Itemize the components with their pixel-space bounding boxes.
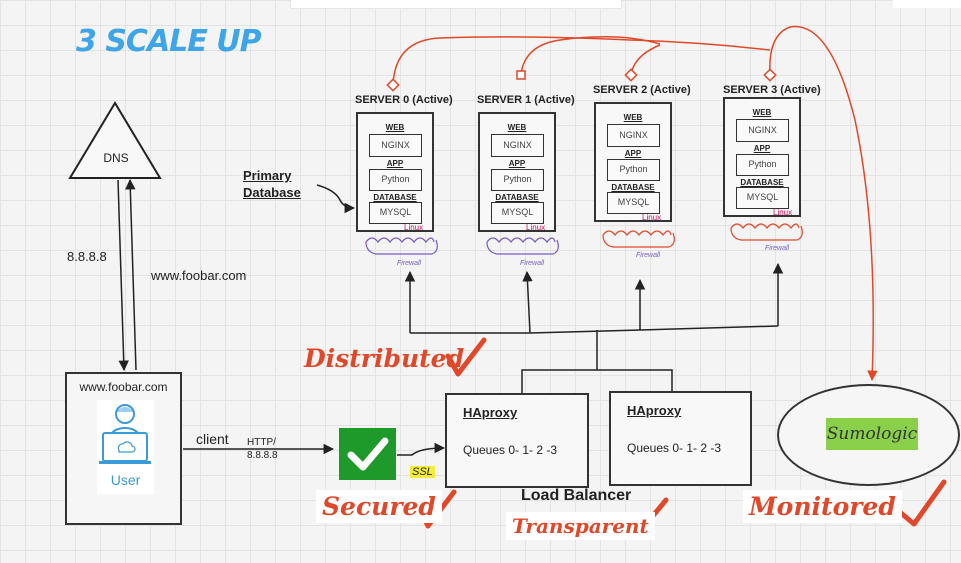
monitored-checkmark (898, 479, 947, 527)
monitor-curve-4 (769, 25, 878, 382)
http-protocol-line2: 8.8.8.8 (247, 450, 278, 461)
server0-db-label: DATABASE (373, 193, 417, 202)
monitor-agent-1 (516, 70, 526, 80)
server2-title: SERVER 2 (Active) (593, 84, 691, 96)
firewall-squiggle-3 (730, 223, 803, 241)
server2-web-label: WEB (623, 113, 643, 122)
user-label: User (110, 472, 141, 488)
haproxy-1-queues: Queues 0- 1- 2 -3 (463, 443, 558, 457)
server2-python: Python (607, 159, 660, 181)
primary-db-arrow (316, 184, 356, 214)
haproxy-box-1[interactable]: HAproxy Queues 0- 1- 2 -3 (445, 393, 589, 488)
http-protocol-label: HTTP/ 8.8.8.8 (247, 436, 278, 462)
monitor-agent-2 (624, 68, 638, 82)
haproxy-box-2[interactable]: HAproxy Queues 0- 1- 2 -3 (609, 391, 752, 486)
server3-python: Python (736, 154, 789, 176)
server2-nginx: NGINX (607, 124, 660, 147)
server3-title: SERVER 3 (Active) (723, 84, 821, 96)
distributed-stamp: Distributed (304, 344, 465, 373)
server1-mysql: MYSQL (491, 202, 544, 224)
server0-web-label: WEB (385, 123, 405, 132)
toolbar-remnant (290, 0, 622, 9)
client-label: client (196, 431, 229, 447)
server3-db-label: DATABASE (740, 178, 784, 187)
user-to-dns-arrow (125, 178, 137, 371)
server3-nginx: NGINX (736, 119, 789, 142)
server0-os-label: Linux (404, 223, 424, 232)
dns-label: DNS (103, 151, 129, 165)
server3-box[interactable]: WEB NGINX APP Python DATABASE MYSQL Linu… (723, 97, 801, 217)
dns-ip-label: 8.8.8.8 (67, 249, 107, 264)
user-domain-label: www.foobar.com (79, 380, 168, 394)
lb-tree-lines (410, 325, 779, 393)
server2-db-label: DATABASE (611, 183, 655, 192)
primary-database-line1: Primary (243, 168, 292, 183)
server2-app-label: APP (624, 149, 642, 158)
distributed-checkmark (445, 337, 487, 377)
diagram-title: 3 SCALE UP (76, 24, 262, 59)
dns-triangle[interactable] (68, 101, 162, 179)
sumologic-label: Sumologic (826, 418, 918, 450)
server1-app-label: APP (508, 159, 526, 168)
server1-nginx: NGINX (491, 134, 544, 157)
ssl-label: SSL (410, 466, 435, 478)
monitor-curve-1 (392, 36, 771, 86)
firewall-squiggle-0 (365, 237, 438, 255)
server1-web-label: WEB (507, 123, 527, 132)
primary-database-line2: Database (243, 185, 301, 200)
dns-to-user-arrow (117, 179, 129, 372)
server3-app-label: APP (753, 144, 771, 153)
server3-firewall-label: Firewall (765, 245, 790, 252)
http-protocol-line1: HTTP/ (247, 437, 276, 448)
server2-os-label: Linux (642, 213, 662, 222)
haproxy-1-title: HAproxy (463, 405, 518, 420)
dns-domain-label: www.foobar.com (151, 268, 247, 283)
server0-nginx: NGINX (369, 134, 422, 157)
monitor-curve-3 (630, 44, 661, 75)
server3-web-label: WEB (752, 108, 772, 117)
monitor-curve-2 (520, 36, 661, 75)
server1-python: Python (491, 169, 544, 191)
firewall-squiggle-1 (486, 237, 559, 255)
server0-title: SERVER 0 (Active) (355, 94, 453, 106)
haproxy-2-title: HAproxy (627, 403, 682, 418)
ssl-to-lb-arrow (397, 442, 446, 456)
server1-title: SERVER 1 (Active) (477, 94, 575, 106)
secured-stamp: Secured (316, 490, 442, 523)
server1-firewall-label: Firewall (520, 260, 545, 267)
toolbar-remnant-right (893, 0, 961, 8)
server0-app-label: APP (386, 159, 404, 168)
user-box[interactable]: www.foobar.com User (65, 372, 182, 525)
server2-mysql: MYSQL (607, 192, 660, 214)
haproxy-2-queues: Queues 0- 1- 2 -3 (627, 441, 722, 455)
server1-db-label: DATABASE (495, 193, 539, 202)
server0-mysql: MYSQL (369, 202, 422, 224)
primary-database-label: Primary Database (243, 167, 301, 201)
firewall-squiggle-2 (602, 230, 675, 248)
server0-box[interactable]: WEB NGINX APP Python DATABASE MYSQL Linu… (356, 112, 434, 232)
server0-firewall-label: Firewall (397, 260, 422, 267)
transparent-stamp: Transparent (506, 512, 655, 540)
server3-os-label: Linux (773, 208, 793, 217)
server2-box[interactable]: WEB NGINX APP Python DATABASE MYSQL Linu… (594, 102, 672, 222)
user-card: User (97, 400, 154, 494)
server1-os-label: Linux (526, 223, 546, 232)
lb-to-server1-arrow (522, 270, 533, 334)
monitor-agent-0 (386, 78, 400, 92)
server0-python: Python (369, 169, 422, 191)
monitor-agent-3 (763, 68, 777, 82)
load-balancer-caption: Load Balancer (521, 487, 632, 504)
user-at-laptop-icon (99, 404, 151, 464)
ssl-check-icon (339, 428, 396, 480)
server1-box[interactable]: WEB NGINX APP Python DATABASE MYSQL Linu… (478, 112, 556, 232)
monitored-stamp: Monitored (743, 490, 902, 523)
server2-firewall-label: Firewall (636, 252, 661, 259)
server3-mysql: MYSQL (736, 187, 789, 209)
